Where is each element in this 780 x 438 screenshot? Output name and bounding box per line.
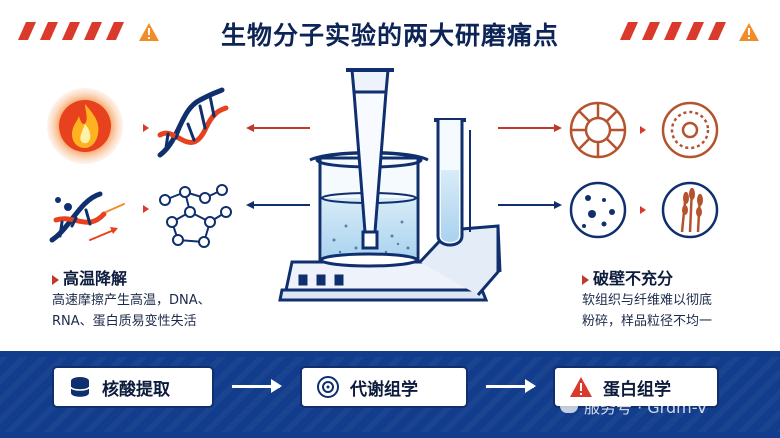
arrow-right-top xyxy=(498,124,562,132)
arrow-right-bottom xyxy=(498,201,562,209)
watermark-text: 服务号 · Grdm-V xyxy=(584,398,708,417)
workflow-step-proteomics: 蛋白组学 xyxy=(553,366,719,408)
chevron-right-icon xyxy=(640,126,646,134)
plant-fiber-icon xyxy=(661,181,719,239)
right-description: 软组织与纤维难以彻底 粉碎，样品粒径不均一 xyxy=(582,290,712,332)
warning-icon xyxy=(570,377,592,397)
particles-icon xyxy=(569,181,627,239)
database-icon xyxy=(70,377,90,397)
page-title: 生物分子实验的两大研磨痛点 xyxy=(220,21,559,50)
grinder-machine xyxy=(278,68,502,302)
arrow-left-bottom xyxy=(246,201,310,209)
fire-icon xyxy=(47,88,123,164)
right-heading-text: 破壁不充分 xyxy=(593,269,674,288)
workflow-step-metabolomics: 代谢组学 xyxy=(300,366,468,408)
workflow-step-label: 蛋白组学 xyxy=(603,379,671,400)
left-description: 高速摩擦产生高温，DNA、 RNA、蛋白质易变性失活 xyxy=(52,290,211,332)
tissue-cell-icon xyxy=(569,101,627,159)
liquid-bubbles xyxy=(332,220,410,254)
watermark: 服务号 · Grdm-V xyxy=(560,394,707,418)
warning-icon xyxy=(739,23,759,41)
right-heading: 破壁不充分 xyxy=(582,265,673,289)
fiber-cross-section-icon xyxy=(661,101,719,159)
molecule-network-icon xyxy=(159,184,232,248)
right-desc-line2: 粉碎，样品粒径不均一 xyxy=(582,314,713,329)
left-heading-text: 高温降解 xyxy=(63,269,128,288)
arrow-left-top xyxy=(246,124,310,132)
triangle-marker-icon xyxy=(52,274,59,285)
workflow-step-nucleic-acid: 核酸提取 xyxy=(52,366,214,408)
warning-icon xyxy=(139,23,159,41)
chat-bubble-icon xyxy=(560,399,578,413)
right-desc-line1: 软组织与纤维难以彻底 xyxy=(582,293,713,308)
workflow-step-label: 核酸提取 xyxy=(102,379,170,400)
triangle-marker-icon xyxy=(582,274,589,285)
hazard-stripes-left xyxy=(18,22,124,40)
arrow-right-icon xyxy=(232,379,282,393)
hazard-stripes-right xyxy=(620,22,726,40)
arrow-right-icon xyxy=(486,379,536,393)
broken-dna-icon xyxy=(49,191,125,243)
left-desc-line1: 高速摩擦产生高温，DNA、 xyxy=(52,293,211,308)
chevron-right-icon xyxy=(143,205,149,213)
chevron-right-icon xyxy=(143,124,149,132)
dna-helix-icon xyxy=(157,87,229,158)
chevron-right-icon xyxy=(640,206,646,214)
left-heading: 高温降解 xyxy=(52,265,127,289)
workflow-step-label: 代谢组学 xyxy=(350,379,418,400)
target-icon xyxy=(317,376,339,398)
left-desc-line2: RNA、蛋白质易变性失活 xyxy=(52,314,197,329)
